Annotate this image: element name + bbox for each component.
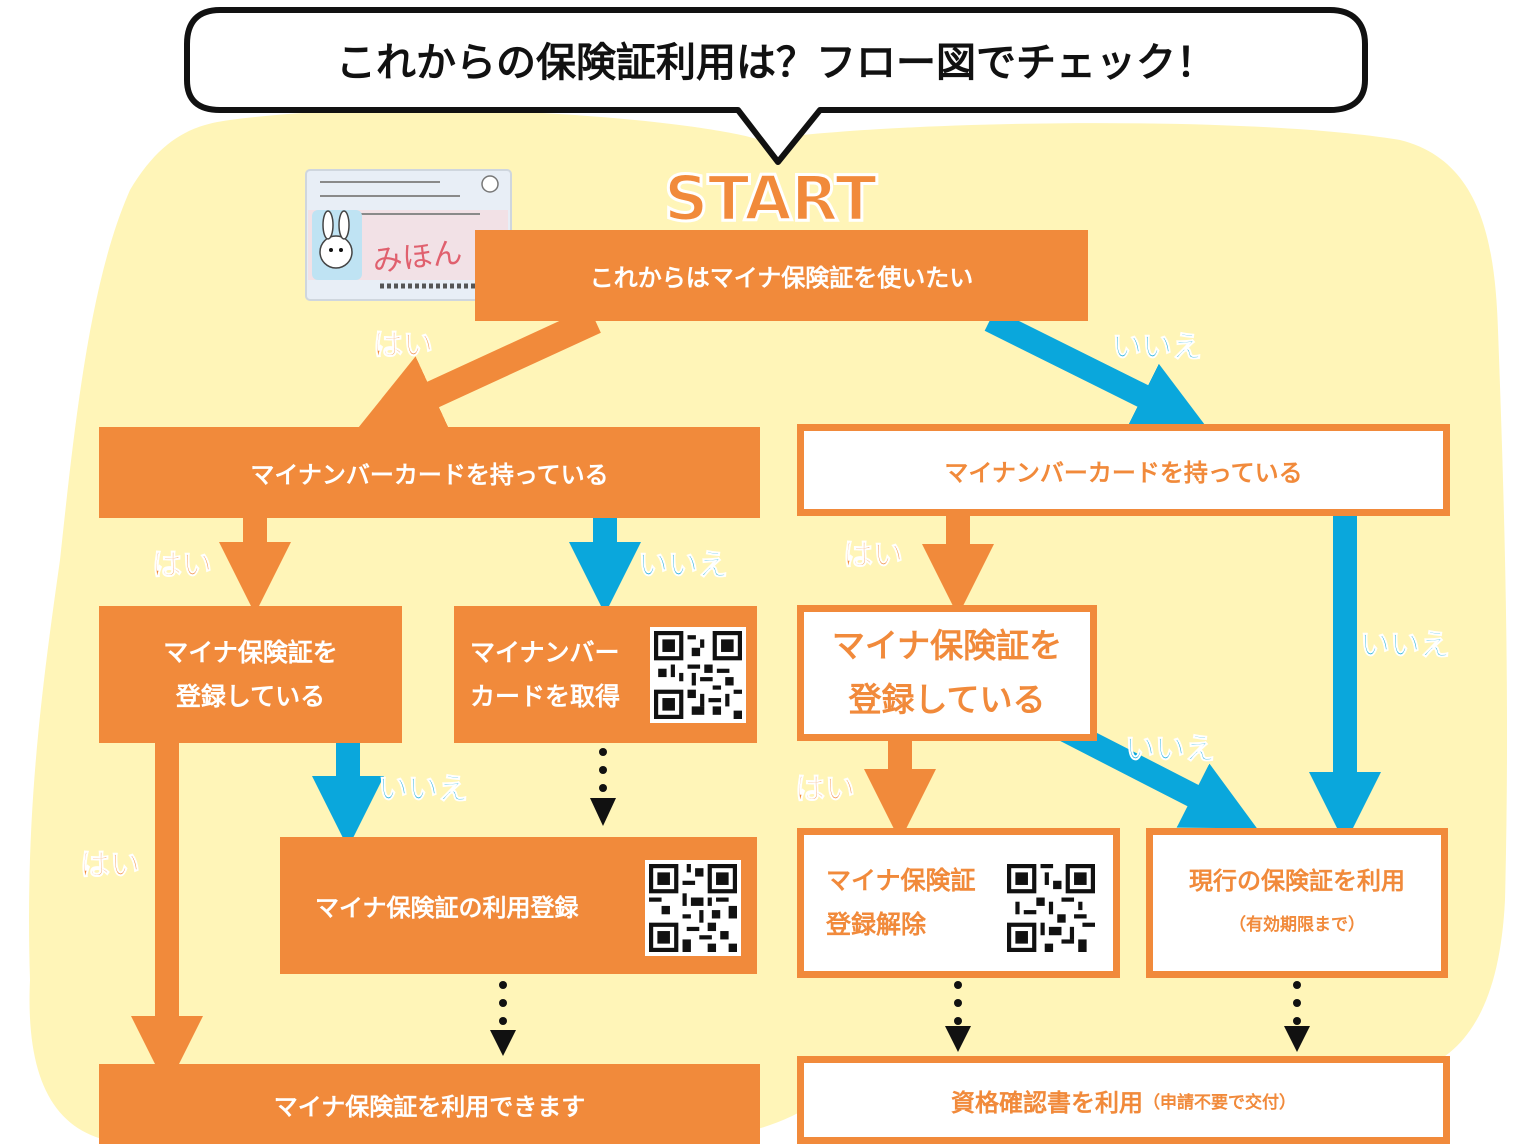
- card-sample-text: みほん: [370, 235, 464, 280]
- label-yes-2: はい: [152, 548, 213, 584]
- arrow-no-want: [984, 309, 1208, 429]
- arrow-no-right-registered: [1059, 719, 1258, 829]
- label-no-2: いいえ: [638, 548, 729, 584]
- unregister-line1: マイナ保険証: [826, 866, 976, 895]
- qualification-main: 資格確認書を利用: [951, 1088, 1143, 1117]
- current-card-box: 現行の保険証を利用 （有効期限まで）: [1146, 828, 1448, 978]
- label-yes-3: はい: [843, 538, 904, 574]
- current-card-sub: （有効期限まで）: [1229, 915, 1365, 935]
- label-yes-5: はい: [80, 848, 141, 884]
- label-no-4: いいえ: [1125, 732, 1216, 768]
- left-have-card-text: マイナンバーカードを持っている: [250, 461, 609, 489]
- arrows: [131, 307, 1381, 1088]
- left-registered-box: マイナ保険証を 登録している: [99, 606, 402, 743]
- left-have-card-box: マイナンバーカードを持っている: [99, 427, 760, 518]
- left-registered-line2: 登録している: [175, 681, 326, 711]
- qr-code-get-card[interactable]: [650, 627, 746, 723]
- title-bubble: [184, 7, 1368, 165]
- arrow-yes-want: [356, 307, 601, 433]
- can-use-box: マイナ保険証を利用できます: [99, 1064, 760, 1144]
- start-label: START: [662, 161, 878, 237]
- card-illustration: [305, 169, 512, 301]
- get-card-line2: カードを取得: [470, 681, 621, 711]
- right-registered-line1: マイナ保険証を: [831, 626, 1063, 665]
- label-no-3: いいえ: [1360, 628, 1451, 664]
- question-want-text: これからはマイナ保険証を使いたい: [589, 264, 974, 292]
- label-no-1: いいえ: [1112, 330, 1203, 366]
- current-card-main: 現行の保険証を利用: [1189, 867, 1405, 895]
- label-no-5: いいえ: [378, 772, 469, 808]
- qr-code-unregister[interactable]: [1003, 860, 1099, 956]
- right-registered-line2: 登録している: [848, 680, 1046, 719]
- question-want-my-number-card: これからはマイナ保険証を使いたい: [475, 230, 1088, 321]
- page-title: これからの保険証利用は？フロー図でチェック！: [336, 40, 1216, 86]
- right-registered-box: マイナ保険証を 登録している: [797, 605, 1097, 741]
- label-yes-1: はい: [373, 328, 434, 364]
- right-have-card-box: マイナンバーカードを持っている: [797, 424, 1450, 516]
- unregister-line2: 登録解除: [826, 910, 927, 939]
- qr-code-register[interactable]: [645, 860, 741, 956]
- qualification-sub: （申請不要で交付）: [1143, 1092, 1296, 1113]
- register-use-text: マイナ保険証の利用登録: [315, 894, 579, 922]
- dotted-connectors: [490, 748, 1310, 1056]
- get-card-line1: マイナンバー: [470, 637, 620, 667]
- right-have-card-text: マイナンバーカードを持っている: [944, 458, 1303, 487]
- qualification-box: 資格確認書を利用 （申請不要で交付）: [797, 1056, 1450, 1144]
- can-use-text: マイナ保険証を利用できます: [273, 1092, 586, 1121]
- left-registered-line1: マイナ保険証を: [163, 637, 338, 667]
- label-yes-4: はい: [795, 772, 856, 808]
